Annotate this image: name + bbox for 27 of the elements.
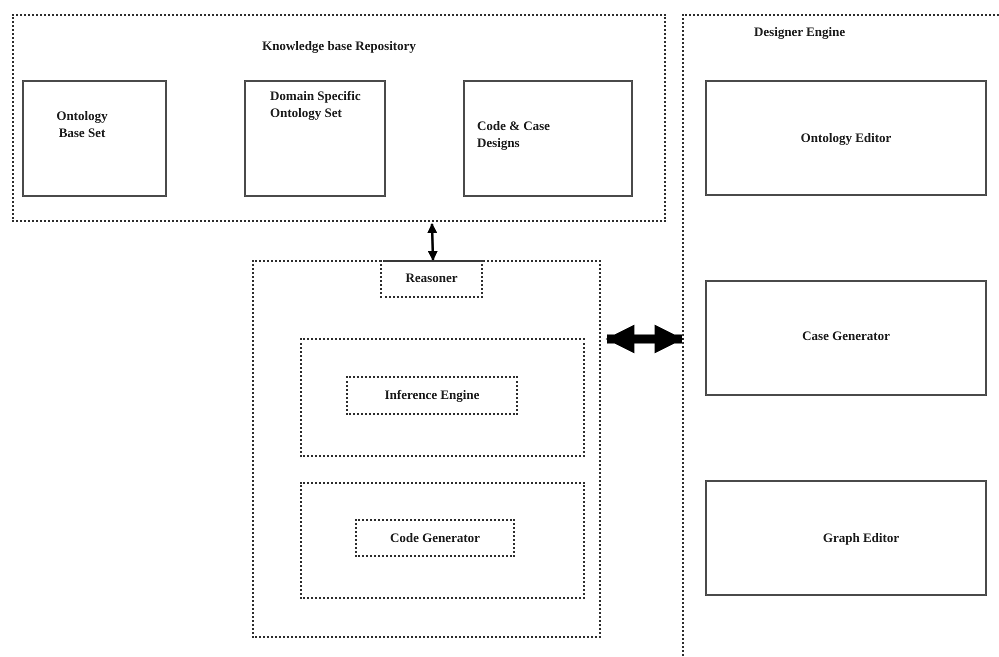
box-label: Domain Specific Ontology Set — [270, 88, 362, 122]
component-box — [380, 260, 483, 298]
block-arrow — [606, 324, 684, 354]
group-panel — [252, 260, 601, 638]
box-label: Case Generator — [801, 328, 891, 345]
component-box — [244, 80, 386, 197]
group-title: Designer Engine — [754, 24, 846, 41]
component-box — [705, 480, 987, 596]
component-box — [346, 376, 518, 415]
box-label: Reasoner — [404, 270, 458, 287]
box-label: Graph Editor — [822, 530, 900, 547]
box-label: Code & Case Designs — [477, 118, 551, 152]
group-panel — [12, 14, 666, 222]
double-arrow — [427, 223, 438, 261]
component-box — [463, 80, 633, 197]
box-label: Code Generator — [389, 530, 481, 547]
box-label: Inference Engine — [384, 387, 480, 404]
component-box — [705, 280, 987, 396]
group-panel — [300, 338, 585, 457]
group-panel — [300, 482, 585, 599]
box-label: Ontology Base Set — [55, 108, 109, 142]
group-title: Knowledge base Repository — [261, 38, 417, 55]
group-panel — [682, 14, 999, 657]
box-label: Ontology Editor — [800, 130, 892, 147]
component-box — [705, 80, 987, 196]
component-box — [355, 519, 515, 557]
component-box — [22, 80, 167, 197]
